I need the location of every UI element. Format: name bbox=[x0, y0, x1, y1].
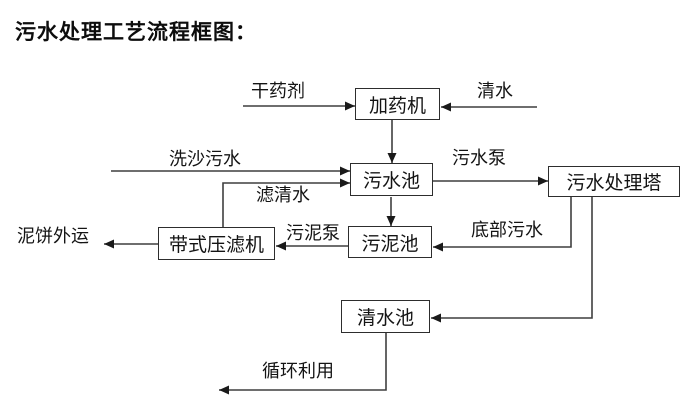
label-filtered-water: 滤清水 bbox=[256, 185, 310, 206]
label-dry-chemical: 干药剂 bbox=[251, 81, 305, 102]
node-dosing-machine: 加药机 bbox=[355, 88, 440, 120]
label-clear-water: 清水 bbox=[477, 81, 513, 102]
page-title: 污水处理工艺流程框图： bbox=[15, 21, 257, 44]
label-sand-washing-sewage: 洗沙污水 bbox=[169, 149, 241, 170]
node-sewage-pool: 污水池 bbox=[350, 163, 433, 196]
node-sewage-treatment-tower: 污水处理塔 bbox=[548, 166, 680, 197]
label-mud-cake-out: 泥饼外运 bbox=[17, 226, 89, 247]
node-belt-filter-press: 带式压滤机 bbox=[158, 227, 275, 260]
edge-filtered-water-return bbox=[222, 178, 350, 227]
node-sludge-pool: 污泥池 bbox=[348, 226, 432, 258]
label-recycle-use: 循环利用 bbox=[262, 361, 334, 382]
edge-tower-to-clear-water-pool bbox=[431, 197, 593, 323]
edge-bottom-sewage-return bbox=[433, 197, 572, 252]
label-sludge-pump: 污泥泵 bbox=[286, 223, 340, 244]
edge-recycle-out bbox=[219, 333, 387, 395]
node-clear-water-pool: 清水池 bbox=[341, 300, 430, 333]
label-bottom-sewage: 底部污水 bbox=[471, 220, 543, 241]
label-sewage-pump: 污水泵 bbox=[452, 148, 506, 169]
